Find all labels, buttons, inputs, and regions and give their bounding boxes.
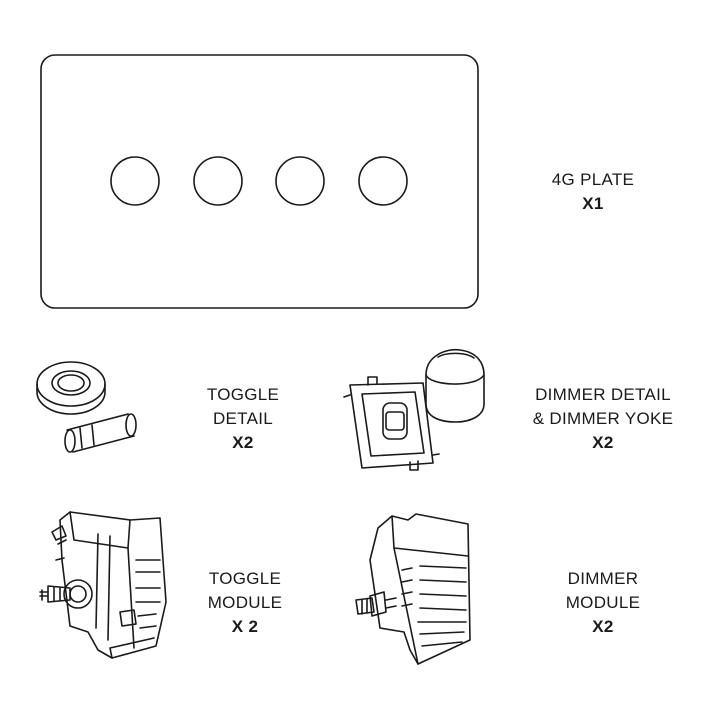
label-dimmer-detail-qty: X2 (592, 433, 614, 452)
label-toggle-detail-line-1: TOGGLE (206, 385, 280, 404)
label-dimmer-module-qty: X2 (592, 617, 614, 636)
label-toggle-module-line-1: TOGGLE (208, 569, 282, 588)
plate-icon (40, 54, 479, 309)
dimmer-module-icon (355, 513, 471, 665)
label-dimmer-module-line-1: DIMMER (567, 569, 639, 588)
label-plate: 4G PLATE X1 (533, 168, 653, 216)
toggle-module-icon (39, 511, 167, 659)
label-toggle-module-qty: X 2 (231, 617, 259, 636)
label-toggle-detail-line-2: DETAIL (212, 409, 274, 428)
label-dimmer-detail: DIMMER DETAIL & DIMMER YOKE X2 (513, 383, 693, 455)
label-toggle-detail-qty: X2 (232, 433, 254, 452)
label-dimmer-detail-line-2: & DIMMER YOKE (532, 409, 674, 428)
label-plate-qty: X1 (582, 194, 604, 213)
label-plate-line-1: 4G PLATE (551, 170, 635, 189)
label-toggle-module: TOGGLE MODULE X 2 (185, 567, 305, 639)
label-dimmer-module: DIMMER MODULE X2 (543, 567, 663, 639)
label-dimmer-detail-line-1: DIMMER DETAIL (535, 385, 671, 404)
label-toggle-detail: TOGGLE DETAIL X2 (183, 383, 303, 455)
dimmer-detail-icon (343, 348, 485, 471)
label-dimmer-module-line-2: MODULE (565, 593, 641, 612)
label-toggle-module-line-2: MODULE (207, 593, 283, 612)
toggle-detail-icon (36, 361, 137, 453)
